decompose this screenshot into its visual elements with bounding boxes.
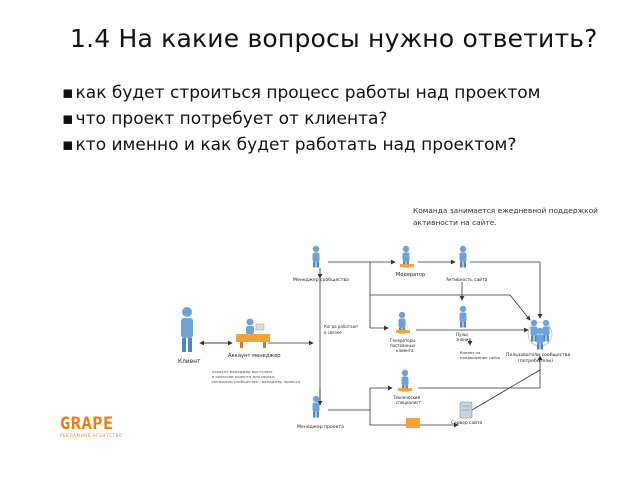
connector-lines (199, 259, 543, 428)
edge-label: в связке (324, 330, 342, 335)
edge-label: Когда работают (324, 324, 359, 329)
bullet-item: как будет строиться процесс работы над п… (62, 80, 541, 106)
logo-tagline: РЕКЛАМНОЕ АГЕНТСТВО (60, 433, 123, 438)
content-generator-figure (396, 311, 410, 334)
content-generator-label: постоянных (390, 343, 416, 348)
project-manager-figure (312, 395, 320, 418)
bullet-list: как будет строиться процесс работы над п… (62, 80, 541, 158)
account-manager-figure (236, 318, 270, 348)
note-text: Аккаунт менеджер выступает (212, 369, 274, 374)
tech-specialist-figure (398, 369, 412, 392)
content-generator-label: Генераторы (390, 338, 415, 343)
site-server-figure (406, 401, 473, 428)
account-manager-label: Аккаунт менеджер (228, 353, 281, 359)
community-manager-figure (312, 245, 320, 268)
diagram-caption: Команда занимается ежедневной поддержкой (413, 206, 598, 215)
content-generator-label: клиента (396, 348, 414, 353)
community-users-figure (527, 319, 553, 350)
tech-specialist-label: Технический (392, 395, 421, 400)
activity-pulse-figure (459, 305, 467, 328)
project-manager-label: Менеджер проекта (297, 424, 344, 430)
edge-label: Влияет на (460, 350, 480, 355)
grape-logo: GRAPE РЕКЛАМНОЕ АГЕНТСТВО (60, 414, 123, 438)
note-text: менеджер сообщества - менеджер проекта (212, 379, 300, 384)
community-manager-label: Менеджер сообщества (293, 277, 349, 283)
moderator-figure (400, 245, 414, 268)
activity-pulse-label: Пульс (456, 332, 469, 337)
community-users-label: (потребители) (518, 358, 553, 364)
tech-specialist-label: специалист (396, 400, 421, 405)
bullet-item: кто именно и как будет работать над прое… (62, 132, 540, 158)
diagram-caption: активности на сайте. (413, 218, 497, 227)
site-activity-label: Активность сайта (446, 276, 488, 283)
site-activity-figure (459, 245, 467, 268)
client-figure (181, 307, 193, 352)
bullet-item: что проект потребует от клиента? (62, 106, 540, 132)
community-users-label: Пользователи сообщества (506, 352, 571, 358)
slide-title: 1.4 На какие вопросы нужно ответить? (70, 24, 598, 53)
logo-brand: GRAPE (60, 414, 114, 434)
note-text: в качестве клиента для связки (212, 374, 275, 379)
client-label: Клиент (178, 359, 201, 365)
moderator-label: Модератор (396, 272, 425, 278)
edge-label: продвижение сайта (460, 355, 500, 360)
site-server-label: Сервер сайта (451, 419, 483, 426)
activity-pulse-label: знания (456, 337, 471, 342)
